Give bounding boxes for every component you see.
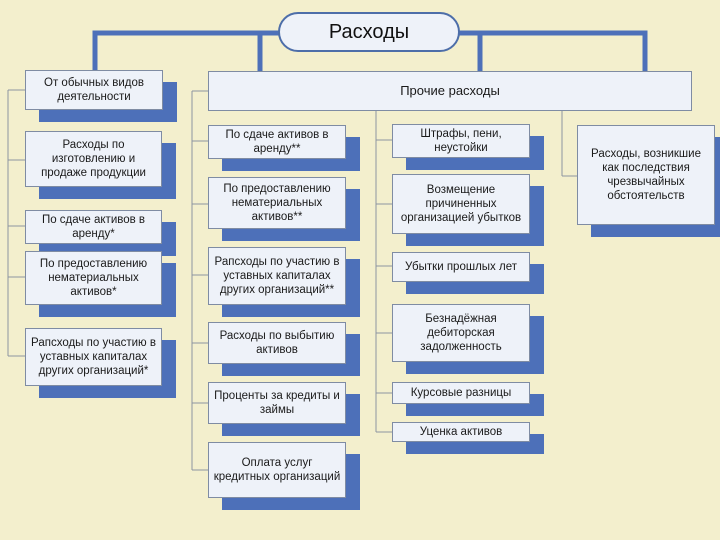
ordinary-header: От обычных видов деятельности (25, 70, 163, 110)
other-col1-rent: По сдаче активов в аренду** (208, 125, 346, 159)
root-node: Расходы (278, 12, 460, 52)
other-col1-interest: Проценты за кредиты и займы (208, 382, 346, 424)
other-col1-disposal: Расходы по выбытию активов (208, 322, 346, 364)
other-col2-asset-markdown: Уценка активов (392, 422, 530, 442)
other-col1-participation: Рапсходы по участию в уставных капиталах… (208, 247, 346, 305)
ordinary-item-production: Расходы по изготовлению и продаже продук… (25, 131, 162, 187)
other-header: Прочие расходы (208, 71, 692, 111)
ordinary-item-intangible: По предоставлению нематериальных активов… (25, 251, 162, 305)
emergency-expenses: Расходы, возникшие как последствия чрезв… (577, 125, 715, 225)
other-col2-bad-debt: Безнадёжная дебиторская задолженность (392, 304, 530, 362)
other-col1-bank-services: Оплата услуг кредитных организаций (208, 442, 346, 498)
other-col2-damages: Возмещение причиненных организацией убыт… (392, 174, 530, 234)
other-col2-fines: Штрафы, пени, неустойки (392, 124, 530, 158)
ordinary-item-rent: По сдаче активов в аренду* (25, 210, 162, 244)
other-col2-prior-losses: Убытки прошлых лет (392, 252, 530, 282)
other-col2-exchange-differences: Курсовые разницы (392, 382, 530, 404)
other-col1-intangible: По предоставлению нематериальных активов… (208, 177, 346, 229)
ordinary-item-participation: Рапсходы по участию в уставных капиталах… (25, 328, 162, 386)
